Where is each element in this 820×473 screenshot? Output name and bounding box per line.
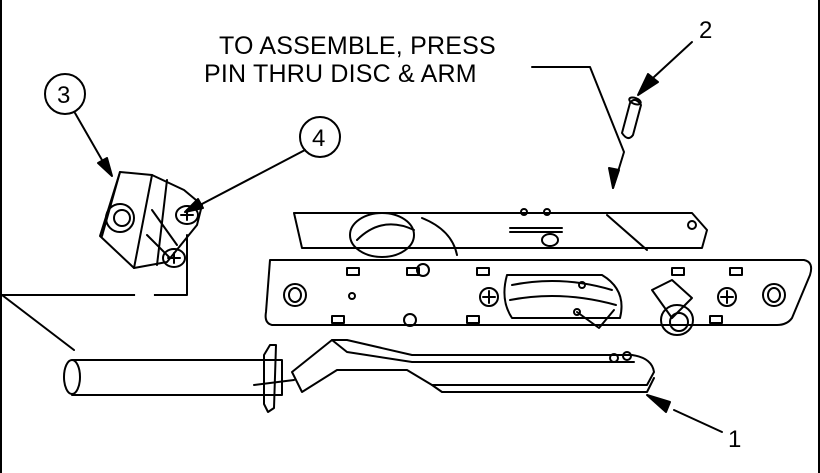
callout-1-arrowhead	[646, 394, 671, 413]
cam-disc	[503, 274, 623, 329]
mounting-hole-right	[762, 283, 786, 307]
mounting-hole-left	[283, 283, 307, 307]
arm-lever-part-1	[291, 339, 655, 393]
latch-cylinder	[651, 279, 694, 336]
pin-part-2	[621, 96, 642, 139]
lock-back-plate	[293, 208, 708, 258]
note-leader-arrowhead	[608, 167, 620, 189]
callout-4-circle	[299, 116, 341, 158]
callout-4-label: 4	[312, 125, 325, 152]
screw-part-4	[162, 205, 199, 268]
callout-2-arrowhead	[637, 73, 659, 96]
lock-face-plate	[264, 259, 813, 327]
callout-1-leader	[673, 409, 723, 433]
bracket-part-3	[99, 171, 203, 269]
callout-4-leader	[199, 149, 306, 206]
callout-3-leader	[74, 112, 103, 161]
assembly-path-line-2	[2, 294, 75, 351]
callout-3-circle	[44, 73, 86, 115]
assembly-note-line-1: TO ASSEMBLE, PRESS	[219, 32, 496, 60]
assembly-note-line-2: PIN THRU DISC & ARM	[204, 60, 477, 88]
callout-2-label: 2	[699, 17, 712, 44]
callout-2-leader	[653, 41, 693, 78]
callout-1-label: 1	[728, 426, 741, 453]
assembly-path-line	[2, 234, 188, 296]
spindle-shaft	[63, 344, 295, 413]
callout-3-label: 3	[57, 82, 70, 109]
callout-3-arrowhead	[97, 157, 113, 177]
